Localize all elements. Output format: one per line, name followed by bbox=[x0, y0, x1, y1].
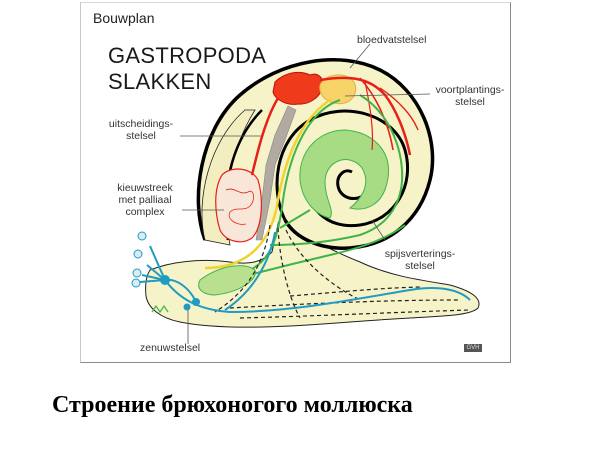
publisher-logo: GVH bbox=[464, 344, 482, 352]
label-reproductive-system: voortplantings- stelsel bbox=[435, 84, 505, 108]
excretory-organ bbox=[255, 105, 297, 241]
nerve-ganglia bbox=[160, 275, 200, 311]
reproductive-gland bbox=[319, 74, 357, 105]
digestive-gland bbox=[299, 129, 389, 219]
gill-network bbox=[215, 168, 262, 243]
label-gill-region: kieuwstreek met palliaal complex bbox=[117, 182, 173, 218]
label-digestive-system: spijsverterings- stelsel bbox=[384, 248, 456, 272]
diagram-header: Bouwplan bbox=[93, 10, 155, 26]
label-nervous-system: zenuwstelsel bbox=[140, 342, 201, 354]
tentacles bbox=[131, 231, 147, 288]
yellow-duct bbox=[204, 98, 331, 270]
diagram-title-line2: SLAKKEN bbox=[108, 69, 212, 94]
mouth-radula bbox=[151, 304, 169, 314]
label-excretory-system: uitscheidings- stelsel bbox=[108, 118, 174, 142]
slide-caption: Строение брюхоногого моллюска bbox=[52, 392, 413, 418]
diagram-title-line1: GASTROPODA bbox=[108, 43, 267, 68]
nerve-cords-dashed bbox=[214, 224, 471, 319]
digestive-tract bbox=[229, 94, 406, 281]
label-blood-system: bloedvatstelsel bbox=[357, 34, 427, 46]
leader-lines bbox=[180, 43, 431, 344]
